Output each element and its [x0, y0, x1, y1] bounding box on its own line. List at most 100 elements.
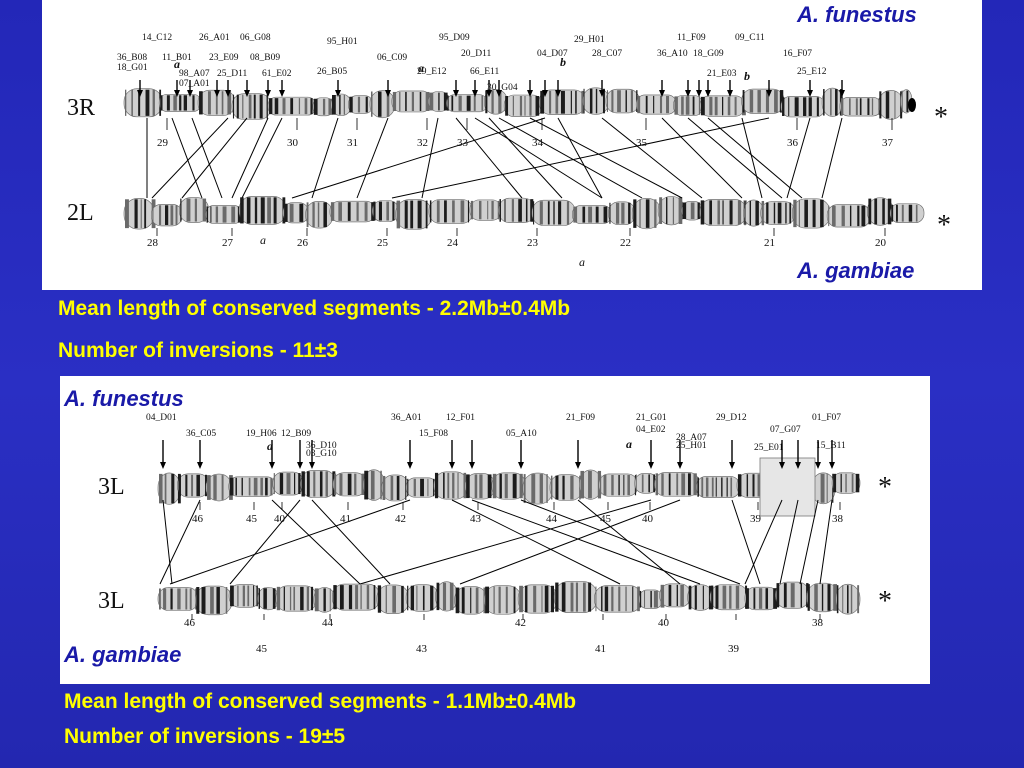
band — [639, 590, 642, 608]
band — [606, 90, 608, 112]
band — [434, 472, 439, 499]
band — [547, 201, 550, 225]
band — [540, 90, 545, 114]
homology-line — [821, 117, 843, 199]
homology-line — [229, 499, 301, 585]
band — [755, 200, 759, 226]
band — [232, 94, 235, 119]
band — [301, 471, 305, 497]
band — [492, 473, 497, 499]
homology-line — [391, 117, 770, 199]
homology-line — [181, 117, 248, 199]
segment-number: 31 — [347, 137, 358, 149]
marker-arrowhead — [599, 90, 605, 97]
marker-arrowhead — [542, 90, 548, 97]
band — [481, 95, 484, 111]
chromosome-bead — [300, 470, 337, 498]
band — [609, 202, 611, 224]
band — [702, 585, 704, 610]
band — [452, 472, 455, 499]
band — [765, 90, 770, 113]
band — [561, 582, 566, 612]
homology-line — [151, 117, 229, 199]
annotation-letter: a — [418, 61, 424, 75]
band — [525, 199, 528, 222]
band — [721, 477, 723, 497]
band — [648, 474, 650, 493]
band — [908, 204, 913, 222]
band — [396, 200, 401, 229]
band — [717, 200, 720, 225]
marker-label: 09_C11 — [735, 33, 765, 43]
homology-line — [474, 117, 603, 199]
band — [643, 590, 646, 608]
annotation-letter: a — [579, 255, 585, 269]
band — [758, 588, 763, 609]
chromosome-bead — [878, 90, 904, 120]
band — [339, 585, 344, 610]
marker-arrowhead — [469, 462, 475, 469]
band — [422, 585, 425, 611]
marker-label: 04_D07 — [537, 49, 568, 59]
band — [588, 206, 593, 223]
band — [498, 90, 502, 114]
homology-line — [799, 499, 819, 585]
band — [282, 98, 286, 115]
band — [436, 582, 440, 611]
band — [529, 95, 532, 116]
band — [625, 586, 627, 612]
band — [436, 200, 440, 223]
band — [694, 585, 697, 610]
band — [317, 202, 320, 228]
band — [555, 90, 559, 114]
band — [698, 96, 701, 115]
band — [237, 585, 239, 607]
marker-label: 05_A10 — [506, 429, 537, 439]
band — [753, 588, 756, 609]
marker-label: 12_B09 — [281, 429, 311, 439]
band — [628, 202, 631, 224]
marker-label: 30_G04 — [487, 83, 518, 93]
marker-label: 07_G07 — [770, 425, 801, 435]
segment-number: 45 — [600, 513, 612, 525]
marker-label: 36_B08 — [117, 53, 147, 63]
band — [206, 206, 209, 223]
chromosome-bead — [469, 199, 502, 221]
band — [861, 205, 866, 227]
homology-line — [520, 499, 741, 585]
band — [473, 95, 476, 111]
band — [823, 89, 825, 116]
band — [294, 473, 296, 495]
band — [618, 586, 621, 612]
band — [467, 200, 470, 223]
band — [455, 587, 460, 614]
band — [505, 586, 508, 614]
band — [325, 471, 328, 497]
band — [855, 98, 858, 116]
chromosome-bead — [659, 583, 691, 608]
band — [185, 588, 188, 610]
band — [260, 477, 263, 496]
band — [901, 204, 904, 222]
band — [260, 197, 265, 224]
band — [313, 471, 316, 497]
band — [701, 96, 705, 116]
band — [722, 96, 724, 116]
band — [539, 474, 543, 504]
band — [655, 473, 659, 496]
band — [697, 202, 700, 220]
band — [727, 96, 731, 116]
band — [746, 474, 749, 497]
band — [735, 585, 740, 609]
band — [272, 588, 276, 609]
segment-number: 37 — [882, 137, 894, 149]
annotation-letter: a — [260, 233, 266, 247]
band — [443, 92, 448, 111]
band — [170, 588, 173, 610]
band — [144, 199, 147, 229]
chromosome-bead — [428, 199, 474, 224]
band — [830, 89, 832, 116]
band — [274, 98, 279, 115]
